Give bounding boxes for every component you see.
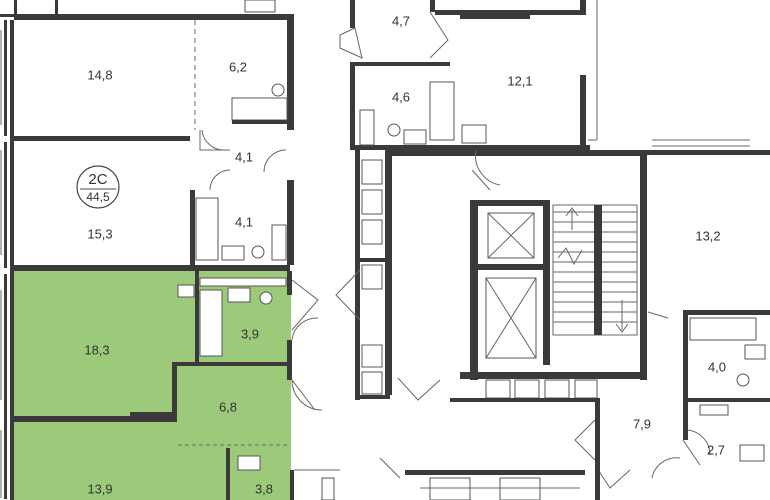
room-area-4-1-bath: 4,1 [235, 214, 253, 229]
room-area-4-7: 4,7 [392, 13, 410, 28]
room-area-15-3: 15,3 [87, 226, 112, 241]
room-area-13-2: 13,2 [695, 228, 720, 243]
bottom-corridor [379, 379, 600, 500]
room-area-6-2: 6,2 [229, 59, 247, 74]
left-core-column [335, 150, 441, 401]
room-area-18-3: 18,3 [84, 342, 109, 357]
exterior-walls [0, 14, 294, 500]
unit-badge-area: 44,5 [86, 190, 110, 204]
upper-middle-interior [339, 0, 598, 150]
upper-left-interior [14, 0, 288, 265]
room-area-14-8: 14,8 [87, 67, 112, 82]
building-core [385, 149, 647, 395]
room-area-7-9: 7,9 [633, 416, 651, 431]
right-apartment [574, 139, 770, 500]
room-area-4-6: 4,6 [392, 89, 410, 104]
highlighted-room-6-8 [177, 365, 291, 500]
room-area-labels: 14,8 6,2 4,7 4,6 12,1 4,1 4,1 15,3 13,2 … [84, 13, 726, 496]
highlighted-interior [172, 271, 340, 500]
room-area-2-7: 2,7 [707, 442, 725, 457]
highlighted-room-13-9 [14, 422, 177, 500]
unit-badge: 2С 44,5 [76, 165, 120, 209]
room-area-6-8: 6,8 [219, 399, 237, 414]
unit-badge-code: 2С [88, 171, 107, 188]
highlighted-room-18-3 [14, 271, 177, 416]
room-area-3-8: 3,8 [255, 481, 273, 496]
corridor-doors [291, 279, 323, 411]
room-area-13-9: 13,9 [87, 481, 112, 496]
room-area-4-0: 4,0 [708, 359, 726, 374]
room-area-12-1: 12,1 [507, 73, 532, 88]
room-area-4-1-hall: 4,1 [235, 149, 253, 164]
room-area-3-9: 3,9 [241, 326, 259, 341]
